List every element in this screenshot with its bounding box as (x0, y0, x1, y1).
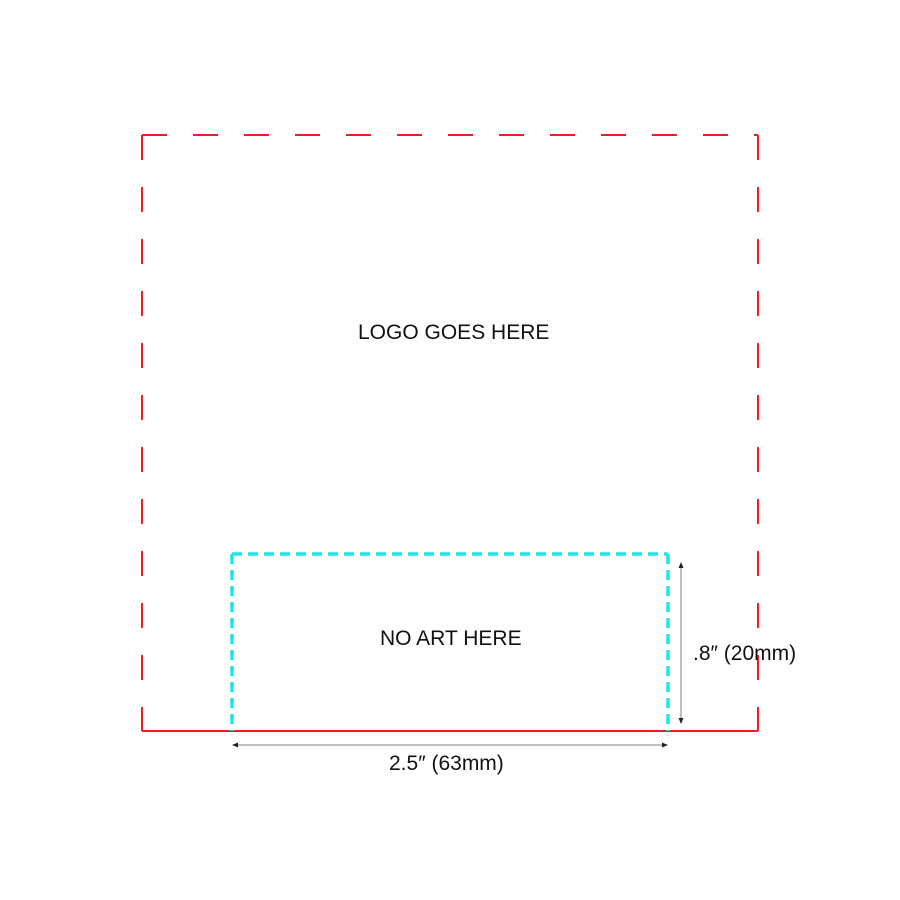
logo-area-label: LOGO GOES HERE (358, 321, 550, 344)
height-dimension-arrow (678, 562, 684, 724)
width-dimension-label: 2.5″ (63mm) (389, 752, 504, 775)
height-dimension-label: .8″ (20mm) (693, 642, 797, 665)
no-art-label: NO ART HERE (380, 627, 522, 650)
logo-area-boundary (141, 134, 759, 732)
no-art-boundary (230, 552, 670, 731)
width-dimension-arrow (232, 742, 668, 748)
